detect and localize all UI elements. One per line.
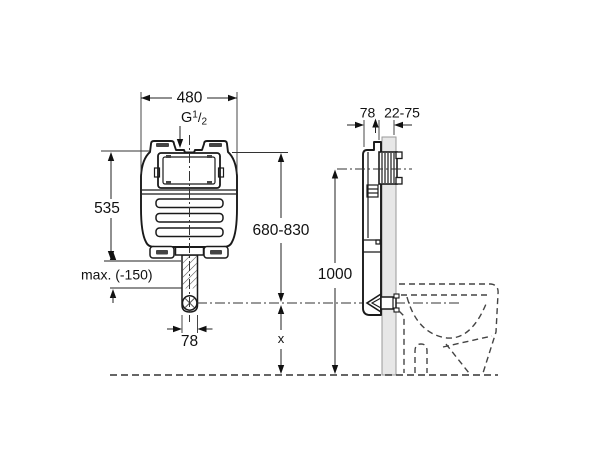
dim-install-height-label: 680-830 xyxy=(253,222,310,239)
dim-wall-range-label: 22-75 xyxy=(384,105,420,121)
panel-left-clip xyxy=(153,167,161,178)
dimension-max-cut: max. (-150) xyxy=(81,251,182,303)
dimension-outlet-78: 78 xyxy=(167,315,213,350)
side-dimensions: 78 22-75 1000 xyxy=(318,105,420,374)
side-view xyxy=(110,136,499,376)
dimension-inlet-g12: G1/2 xyxy=(176,110,207,148)
panel-right-clip xyxy=(217,167,225,178)
outlet-elbow xyxy=(365,293,400,313)
dimension-1000: 1000 xyxy=(318,169,353,374)
top-left-fixing-slot xyxy=(156,143,169,147)
top-right-fixing-slot xyxy=(209,143,222,147)
dim-max-cut-label: max. (-150) xyxy=(81,267,153,283)
mounting-feet xyxy=(149,245,229,259)
front-view xyxy=(140,135,460,322)
dim-height-label: 535 xyxy=(94,200,120,217)
access-panel xyxy=(153,152,225,189)
toilet-pan-ghost xyxy=(398,283,499,374)
inspection-shaft-connector xyxy=(378,151,403,185)
inlet-thread-label: G1/2 xyxy=(181,110,207,128)
dimension-480: 480 xyxy=(140,90,238,174)
internal-valve-detail xyxy=(366,184,379,198)
pipe-hatch-area xyxy=(182,255,197,289)
dim-outlet-height-label: x xyxy=(278,331,285,346)
dim-depth-label: 78 xyxy=(360,105,376,121)
dim-width-label: 480 xyxy=(177,90,203,107)
front-dimensions: 480 G1/2 535 max. (-150) xyxy=(81,90,310,374)
dimension-x: x xyxy=(278,305,285,374)
dim-plate-height-label: 1000 xyxy=(318,266,353,283)
dimension-depth-wall: 78 22-75 xyxy=(347,105,420,147)
dim-outlet-width-label: 78 xyxy=(181,333,198,350)
dimension-535: 535 xyxy=(94,150,149,260)
dimension-680-830: 680-830 xyxy=(232,152,310,302)
